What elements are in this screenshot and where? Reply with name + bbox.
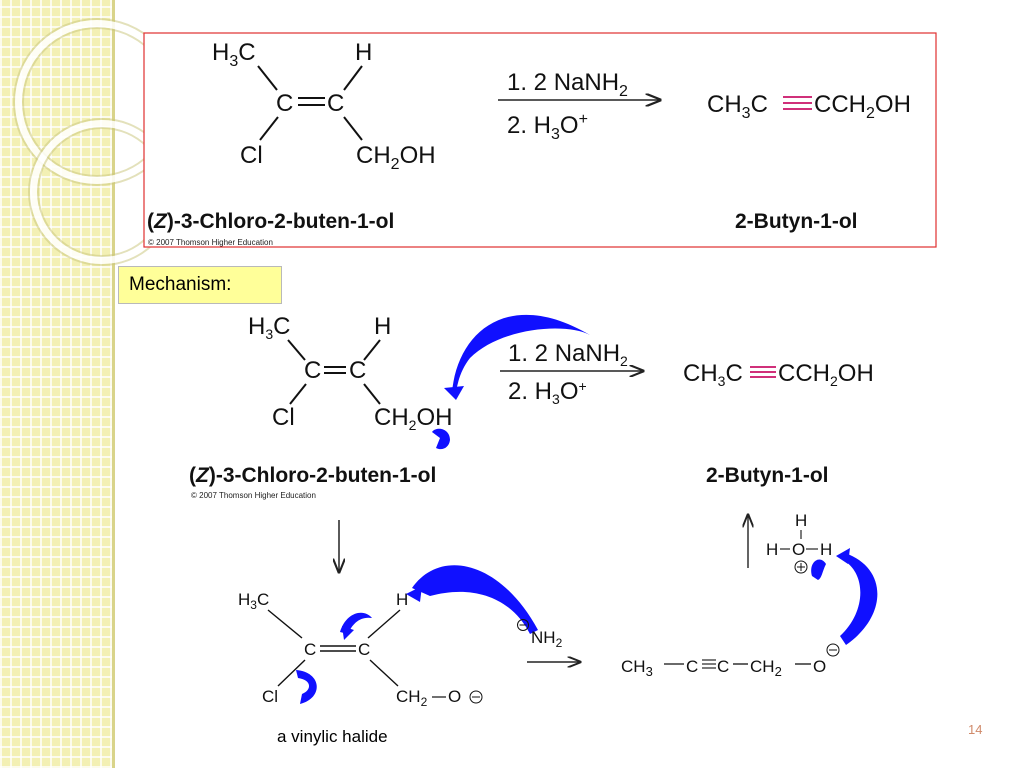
curved-arrow-icon: [452, 314, 590, 392]
page-number: 14: [968, 722, 983, 737]
product-structure-top: CH3C CCH2OH: [707, 91, 911, 122]
reagent-block-mech: 1. 2 NaNH2 2. H3O+: [500, 340, 643, 407]
svg-text:O: O: [448, 687, 461, 706]
curved-arrow-icon: [296, 670, 317, 704]
svg-text:Cl: Cl: [240, 142, 263, 169]
svg-text:C: C: [327, 90, 344, 117]
svg-text:CH2OH: CH2OH: [374, 404, 452, 433]
reactant-structure-mech: H3C H C C Cl CH2OH: [248, 313, 452, 433]
intermediate-structure: H3C H C C Cl CH2 O: [238, 590, 483, 709]
svg-text:C: C: [304, 357, 321, 384]
top-reaction-box: [143, 32, 937, 248]
svg-text:C: C: [717, 657, 729, 676]
svg-text:2. H3O+: 2. H3O+: [507, 111, 588, 143]
svg-text:CH3: CH3: [621, 657, 653, 679]
svg-text:CCH2OH: CCH2OH: [814, 91, 911, 122]
curved-arrow-icon: [836, 548, 850, 564]
stripe-divider: [112, 0, 115, 768]
hydronium-structure: H H O H: [766, 511, 832, 574]
svg-text:1. 2 NaNH2: 1. 2 NaNH2: [507, 69, 628, 100]
curved-arrow-icon: [444, 386, 464, 400]
svg-text:H: H: [766, 540, 778, 559]
svg-text:C: C: [349, 357, 366, 384]
reactant-structure-top: H3C H C C Cl CH2OH: [212, 39, 436, 173]
svg-text:2. H3O+: 2. H3O+: [508, 378, 587, 407]
svg-text:CH2: CH2: [396, 687, 428, 709]
svg-text:Cl: Cl: [262, 687, 278, 706]
curved-arrow-icon: [412, 565, 538, 634]
intermediate-caption: a vinylic halide: [277, 727, 388, 746]
svg-text:CCH2OH: CCH2OH: [778, 360, 874, 389]
curved-arrow-icon: [840, 553, 878, 645]
svg-text:C: C: [358, 640, 370, 659]
svg-text:CH3C: CH3C: [683, 360, 743, 389]
svg-text:Cl: Cl: [272, 404, 295, 431]
svg-text:H: H: [396, 590, 408, 609]
svg-text:C: C: [686, 657, 698, 676]
reactant-name-top: (Z)-3-Chloro-2-buten-1-ol: [147, 210, 394, 233]
copyright-top: © 2007 Thomson Higher Education: [148, 238, 273, 247]
curved-arrow-icon: [432, 428, 450, 450]
svg-text:CH3C: CH3C: [707, 91, 768, 122]
svg-text:O: O: [792, 540, 805, 559]
copyright-mech: © 2007 Thomson Higher Education: [191, 491, 316, 500]
product-name-mech: 2-Butyn-1-ol: [706, 464, 829, 487]
product-name-top: 2-Butyn-1-ol: [735, 210, 858, 233]
svg-text:H: H: [795, 511, 807, 530]
curved-arrow-icon: [811, 559, 826, 580]
svg-text:CH2: CH2: [750, 657, 782, 679]
svg-text:H3C: H3C: [248, 313, 290, 342]
svg-text:H: H: [820, 540, 832, 559]
svg-text:H: H: [355, 39, 372, 66]
svg-text:H3C: H3C: [238, 590, 269, 612]
alkoxide-structure: CH3 C C CH2 O: [621, 643, 840, 679]
reagent-block-top: 1. 2 NaNH2 2. H3O+: [498, 69, 660, 143]
svg-text:1. 2 NaNH2: 1. 2 NaNH2: [508, 340, 628, 369]
svg-text:C: C: [276, 90, 293, 117]
svg-text:NH2: NH2: [531, 628, 563, 650]
svg-text:O: O: [813, 657, 826, 676]
curved-arrow-icon: [342, 626, 354, 640]
svg-text:C: C: [304, 640, 316, 659]
svg-text:H: H: [374, 313, 391, 340]
product-structure-mech: CH3C CCH2OH: [683, 360, 874, 389]
mechanism-label: Mechanism:: [118, 266, 282, 304]
curved-arrow-icon: [406, 586, 422, 602]
reactant-name-mech: (Z)-3-Chloro-2-buten-1-ol: [189, 464, 436, 487]
